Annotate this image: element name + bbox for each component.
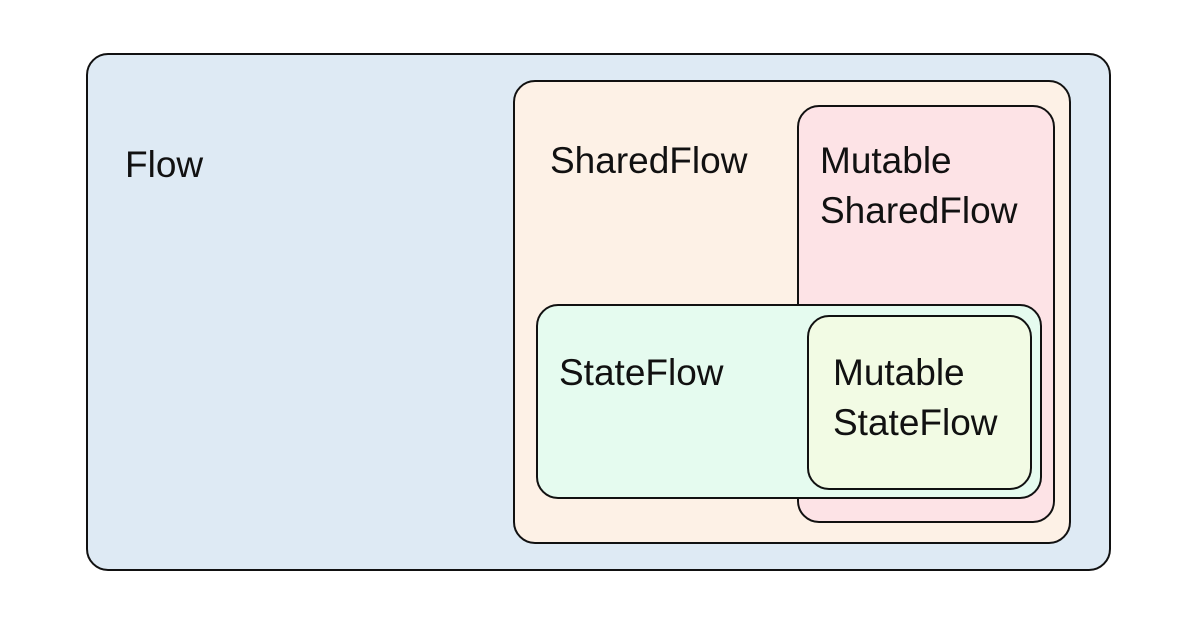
state-flow-label-line-1: StateFlow xyxy=(559,352,724,393)
mutable-state-flow-label-line-2: StateFlow xyxy=(833,402,998,443)
mutable-shared-flow-label-line-1: Mutable xyxy=(820,140,952,181)
flow-label-line-1: Flow xyxy=(125,144,204,185)
mutable-shared-flow-label-line-2: SharedFlow xyxy=(820,190,1018,231)
mutable-shared-flow-label: Mutable SharedFlow xyxy=(820,136,1017,236)
shared-flow-label: SharedFlow xyxy=(550,136,747,186)
state-flow-label: StateFlow xyxy=(559,348,724,398)
flow-label: Flow xyxy=(125,140,203,190)
shared-flow-label-line-1: SharedFlow xyxy=(550,140,748,181)
mutable-state-flow-label: Mutable StateFlow xyxy=(833,348,998,448)
mutable-state-flow-label-line-1: Mutable xyxy=(833,352,965,393)
mutable-state-flow-box xyxy=(807,315,1032,490)
